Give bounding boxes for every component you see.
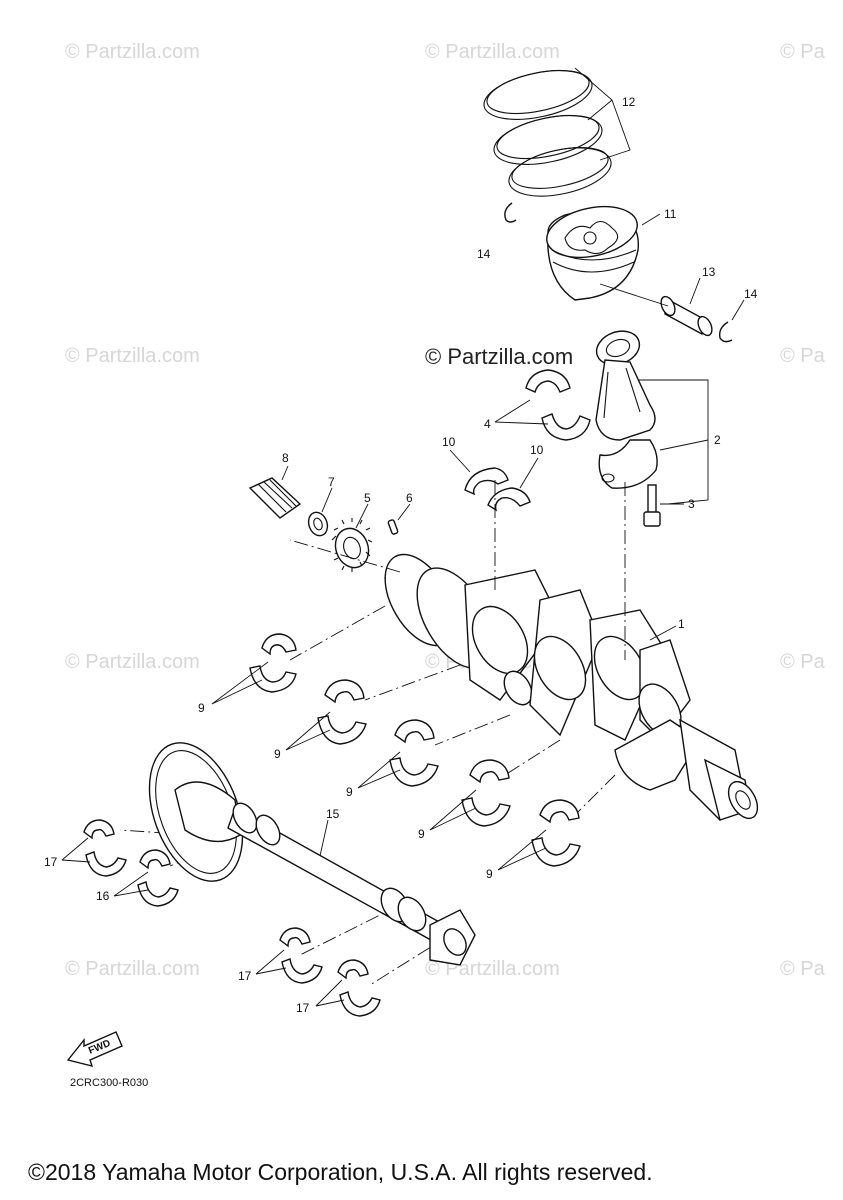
balancer-shaft[interactable] [132, 730, 476, 966]
callout-4: 4 [484, 417, 491, 431]
forward-arrow-icon: FWD [66, 1031, 123, 1067]
leader-line [599, 283, 669, 307]
watermark: © Partzilla.com [65, 651, 200, 673]
thrust-washer[interactable] [464, 467, 531, 512]
callout-3: 3 [688, 497, 695, 511]
drive-gear[interactable] [330, 518, 374, 572]
callout-5: 5 [364, 491, 371, 505]
callout-12: 12 [622, 95, 636, 109]
leader-line [689, 277, 701, 305]
piston-rings[interactable] [480, 62, 616, 204]
callout-1: 1 [678, 617, 685, 631]
leader-line [449, 449, 539, 489]
callout-14: 14 [477, 247, 491, 261]
washer[interactable] [305, 510, 330, 539]
crankshaft[interactable] [371, 543, 764, 824]
callout-2: 2 [714, 433, 721, 447]
callout-17: 17 [44, 855, 58, 869]
watermark: © Partzilla.com [425, 41, 560, 63]
conrod-bearing[interactable] [525, 369, 591, 441]
callout-10: 10 [442, 435, 456, 449]
leader-line [638, 379, 709, 505]
assembly-lines [119, 480, 626, 986]
leader-lines-17 [61, 837, 345, 1007]
leader-line [641, 213, 661, 226]
callout-14: 14 [744, 287, 758, 301]
connecting-rod[interactable] [592, 325, 658, 489]
leader-line [319, 819, 329, 857]
leader-line [321, 487, 333, 513]
callout-9: 9 [418, 827, 425, 841]
leader-lines-9 [211, 661, 547, 871]
main-bearing[interactable] [249, 633, 581, 867]
leader-line [494, 399, 549, 425]
leader-line [281, 465, 289, 481]
callout-9: 9 [198, 701, 205, 715]
callout-16: 16 [96, 889, 110, 903]
callout-7: 7 [328, 475, 335, 489]
diagram-code: 2CRC300-R030 [70, 1077, 148, 1089]
callout-11: 11 [664, 207, 677, 221]
conrod-bolt[interactable] [643, 484, 661, 527]
piston[interactable] [542, 199, 642, 301]
callout-10: 10 [530, 443, 544, 457]
callout-9: 9 [346, 785, 353, 799]
watermark-main: © Partzilla.com [425, 344, 573, 369]
watermark: © Partzilla.com [65, 345, 200, 367]
leader-line [113, 871, 149, 897]
callout-15: 15 [326, 807, 340, 821]
callout-9: 9 [274, 747, 281, 761]
balancer-bearing[interactable] [137, 849, 179, 907]
crank-end-bolt[interactable] [248, 477, 302, 519]
piston-pin[interactable] [658, 294, 714, 337]
watermark: © Pa [780, 345, 826, 367]
leader-line [649, 625, 677, 641]
piston-pin-clip[interactable] [718, 321, 733, 343]
callout-17: 17 [238, 969, 252, 983]
copyright-text: ©2018 Yamaha Motor Corporation, U.S.A. A… [28, 1159, 653, 1185]
watermark: © Partzilla.com [65, 958, 200, 980]
leader-line [574, 67, 631, 161]
callout-6: 6 [406, 491, 413, 505]
leader-line [397, 503, 411, 521]
callout-17: 17 [296, 1001, 310, 1015]
callout-9: 9 [486, 867, 493, 881]
watermark: © Pa [780, 651, 826, 673]
woodruff-key[interactable] [387, 519, 399, 535]
watermark: © Pa [780, 958, 826, 980]
piston-pin-clip[interactable] [504, 202, 517, 223]
watermark: © Pa [780, 41, 826, 63]
leader-line [731, 299, 745, 321]
callout-13: 13 [702, 265, 716, 279]
leader-line [355, 503, 369, 529]
watermark: © Partzilla.com [65, 41, 200, 63]
callout-8: 8 [282, 451, 289, 465]
balancer-bearing[interactable] [83, 819, 381, 1017]
